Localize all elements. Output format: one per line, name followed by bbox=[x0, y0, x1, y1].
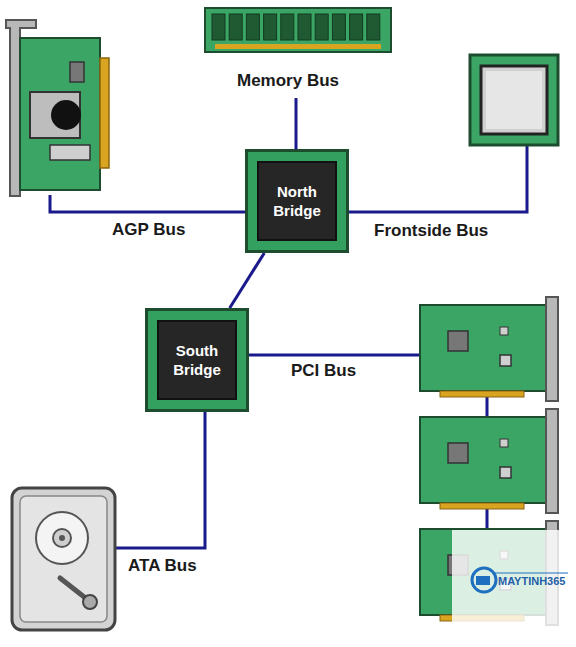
pci-bus-wire bbox=[248, 354, 422, 357]
chip-die: South Bridge bbox=[157, 320, 237, 400]
watermark bbox=[452, 530, 576, 647]
chip-die: North Bridge bbox=[257, 161, 337, 241]
hard-disk bbox=[12, 488, 115, 630]
memory-bus-wire bbox=[295, 98, 298, 150]
agp-bus-wire bbox=[50, 195, 247, 212]
memory-chip bbox=[264, 14, 277, 40]
memory-module bbox=[205, 8, 391, 52]
memory-chip bbox=[246, 14, 259, 40]
watermark-text: MAYTINH365 bbox=[498, 575, 565, 587]
memory-chip bbox=[298, 14, 311, 40]
memory-chip bbox=[212, 14, 225, 40]
bus-label: Memory Bus bbox=[235, 71, 341, 91]
bridge-chip: South Bridge bbox=[145, 308, 249, 412]
memory-chip bbox=[229, 14, 242, 40]
cpu bbox=[470, 55, 558, 145]
pci-card bbox=[420, 297, 558, 401]
chip-label: South Bridge bbox=[162, 341, 232, 379]
chip-label: North Bridge bbox=[262, 182, 332, 220]
memory-chip bbox=[332, 14, 345, 40]
pci-card bbox=[420, 409, 558, 513]
bus-label: AGP Bus bbox=[110, 220, 187, 240]
bus-label: Frontside Bus bbox=[372, 221, 490, 241]
memory-chip bbox=[315, 14, 328, 40]
bus-connector bbox=[230, 253, 265, 308]
memory-chip bbox=[350, 14, 363, 40]
agp-card bbox=[6, 20, 109, 196]
ata-bus-wire bbox=[115, 411, 205, 548]
bus-label: ATA Bus bbox=[126, 556, 199, 576]
memory-chip bbox=[367, 14, 380, 40]
bridge-chip: North Bridge bbox=[245, 149, 349, 253]
frontside-bus-wire bbox=[348, 146, 527, 212]
bus-label: PCI Bus bbox=[289, 361, 358, 381]
memory-chip bbox=[281, 14, 294, 40]
